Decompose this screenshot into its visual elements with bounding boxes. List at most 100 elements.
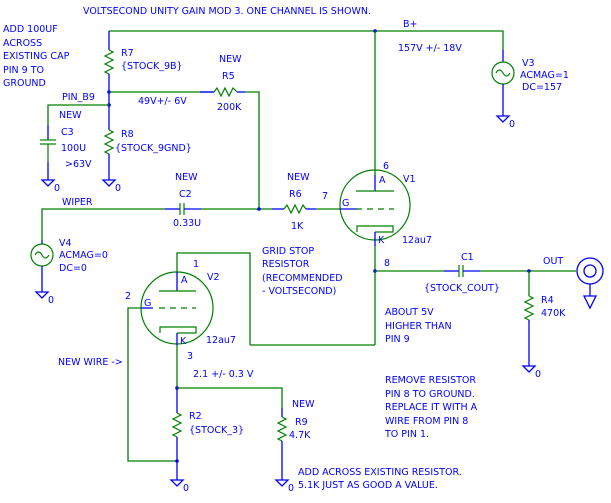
- new-wire-grid: NEW WIRE ->: [58, 307, 177, 462]
- resistor-zigzag-icon: [283, 203, 307, 215]
- note-add-across: ADD ACROSS EXISTING RESISTOR. 5.1K JUST …: [298, 467, 462, 491]
- note-grid-stop: GRID STOP RESISTOR (RECOMMENDED - VOLTSE…: [262, 246, 343, 297]
- resistor-r2: 0 R2 {STOCK_3}: [169, 388, 244, 494]
- ground-icon: [582, 295, 598, 310]
- cathode-icon: [356, 225, 394, 233]
- pin-number: 3: [187, 351, 193, 362]
- pin-b9-net: PIN_B9 49V+/- 6V: [47, 90, 213, 130]
- ground-node-label: 0: [535, 369, 541, 380]
- resistor-r9: 0 NEW R9 4.7K: [274, 399, 315, 494]
- resistor-r4: 0 R4 470K: [521, 271, 566, 380]
- ground-node-label: 0: [48, 295, 54, 306]
- note-line: REPLACE IT WITH A: [385, 402, 478, 413]
- ground-c3: 0: [40, 179, 60, 194]
- note-line: 5.1K JUST AS GOOD A VALUE.: [298, 480, 438, 491]
- new-tag: NEW: [292, 399, 315, 410]
- note-line: GRID STOP: [262, 246, 314, 257]
- ref-label: V1: [403, 174, 416, 185]
- pin-number: 2: [125, 291, 131, 302]
- new-tag: NEW: [219, 54, 242, 65]
- cathode-voltage-label: 2.1 +/- 0.3 V: [193, 369, 254, 380]
- cathode-icon: [159, 326, 197, 334]
- ground-icon: [101, 179, 117, 187]
- note-line: EXISTING CAP: [3, 51, 70, 62]
- pin-letter-cathode: K: [378, 235, 385, 246]
- resistor-r5: NEW R5 200K: [200, 54, 260, 209]
- net-label-wiper: WIPER: [62, 197, 93, 208]
- source-v3: 0 V3 ACMAG=1 DC=157: [491, 50, 569, 130]
- wire: [109, 30, 504, 50]
- note-line: GROUND: [3, 78, 46, 89]
- resistor-r7: R7 {STOCK_9B}: [103, 48, 183, 92]
- ground-icon: [495, 115, 511, 123]
- pin-letter-anode: A: [379, 175, 386, 186]
- note-line: REMOVE RESISTOR: [385, 375, 476, 386]
- resistor-r8: R8 {STOCK_9GND}: [103, 129, 192, 180]
- wire: [177, 387, 283, 408]
- note-line: HIGHER THAN: [385, 321, 452, 332]
- resistor-zigzag-icon: [276, 416, 288, 442]
- net-label-out: OUT: [543, 256, 563, 267]
- acmag-label: ACMAG=0: [59, 250, 108, 261]
- value-label: {STOCK_9B}: [121, 61, 183, 72]
- ref-label: R7: [121, 48, 134, 59]
- ref-label: C3: [61, 127, 74, 138]
- note-new-wire: NEW WIRE ->: [58, 357, 123, 368]
- note-remove-resistor: REMOVE RESISTOR PIN 8 TO GROUND. REPLACE…: [384, 375, 478, 440]
- pin-number: 7: [322, 191, 328, 202]
- value-label: 4.7K: [289, 430, 311, 441]
- value-label: {STOCK_3}: [189, 425, 244, 436]
- value-label: {STOCK_9GND}: [115, 143, 192, 154]
- note-line: ADD ACROSS EXISTING RESISTOR.: [298, 467, 462, 478]
- ground-icon: [40, 179, 56, 187]
- value-label: 470K: [541, 308, 566, 319]
- schematic-title: VOLTSECOND UNITY GAIN MOD 3. ONE CHANNEL…: [83, 6, 371, 17]
- resistor-r6: NEW R6 1K: [272, 172, 340, 232]
- value-label: 100U: [61, 143, 86, 154]
- note-line: ACROSS: [3, 38, 42, 49]
- ground-node-label: 0: [509, 119, 515, 130]
- ground-icon: [521, 365, 537, 373]
- ref-label: R9: [295, 417, 308, 428]
- bplus-voltage-label: 157V +/- 18V: [398, 43, 462, 54]
- pin8-net: 8: [250, 246, 444, 346]
- sine-wave-icon: [34, 251, 50, 259]
- note-line: PIN 9: [385, 334, 410, 345]
- tube-v2: 1 A V2 2 G K 12au7 3: [125, 252, 251, 362]
- wire: [245, 91, 260, 209]
- note-add-cap: ADD 100UF ACROSS EXISTING CAP PIN 9 TO G…: [3, 24, 70, 89]
- resistor-zigzag-icon: [523, 295, 535, 321]
- wire: [47, 104, 109, 125]
- ref-label: R6: [289, 189, 302, 200]
- bplus-net: B+ 157V +/- 18V: [108, 19, 504, 175]
- ref-label: C1: [461, 252, 474, 263]
- pin-letter-cathode: K: [180, 336, 187, 347]
- ref-label: R5: [222, 71, 235, 82]
- note-line: WIRE FROM PIN 8: [385, 416, 468, 427]
- new-tag: NEW: [287, 172, 310, 183]
- capacitor-c2: NEW C2 0.33U: [165, 172, 272, 229]
- output-connector: OUT: [543, 256, 604, 310]
- tube-v1: 6 A V1 7 G K 12au7: [322, 161, 432, 246]
- junction-dot: [175, 459, 179, 463]
- connector-inner-icon: [583, 264, 597, 278]
- pin-letter-grid: G: [144, 298, 151, 309]
- ref-label: R8: [121, 129, 134, 140]
- note-line: PIN 9 TO: [3, 65, 44, 76]
- wire-pin8-to-pin1: [176, 252, 251, 345]
- dc-label: DC=157: [522, 82, 562, 93]
- value-label: 0.33U: [173, 218, 201, 229]
- note-line: (RECOMMENDED: [262, 273, 343, 284]
- rating-label: >63V: [65, 159, 92, 170]
- note-about-5v: ABOUT 5V HIGHER THAN PIN 9: [385, 307, 452, 345]
- wire: [127, 307, 177, 462]
- note-line: RESISTOR: [262, 259, 310, 270]
- tube-type-label: 12au7: [402, 235, 432, 246]
- resistor-zigzag-icon: [103, 129, 115, 155]
- connector-outer-icon: [576, 257, 604, 285]
- note-line: TO PIN 1.: [384, 429, 429, 440]
- note-line: PIN 8 TO GROUND.: [385, 389, 475, 400]
- net-label-bplus: B+: [403, 19, 417, 30]
- new-tag: NEW: [175, 172, 198, 183]
